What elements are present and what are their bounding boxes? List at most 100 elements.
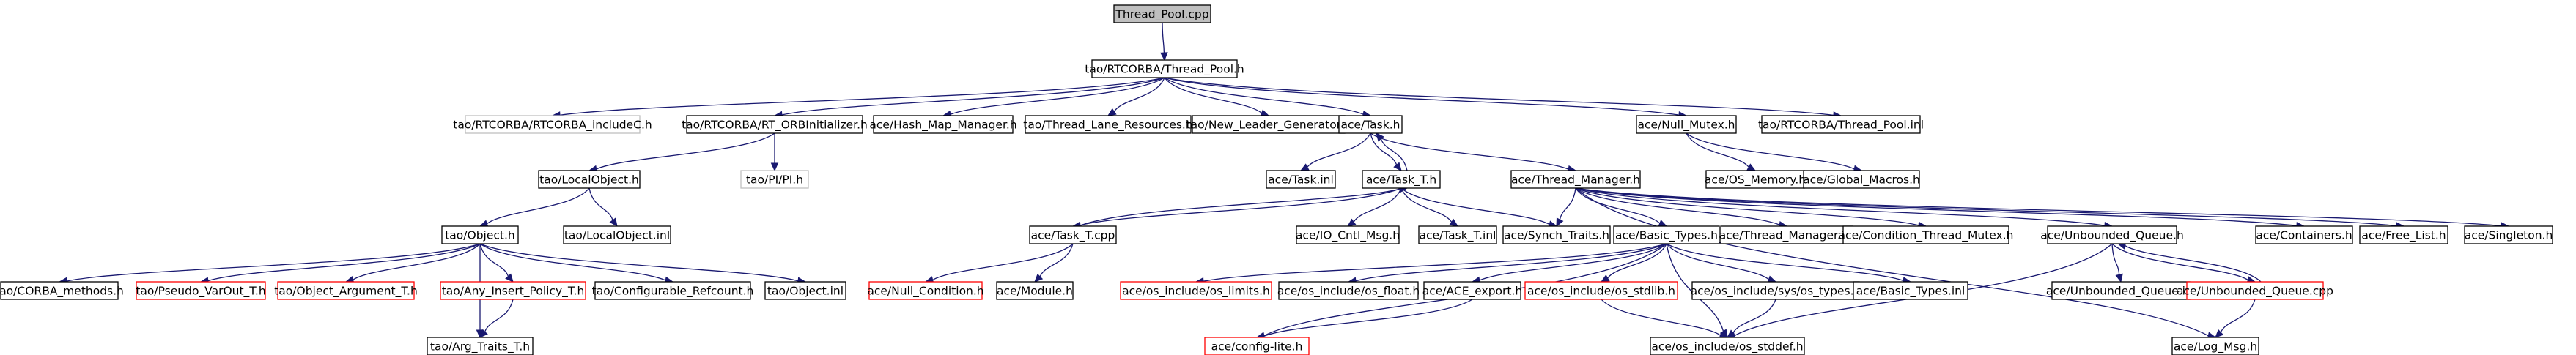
node-basic-types-inl[interactable]: ace/Basic_Types.inl [1853,281,1968,300]
node-config-lite[interactable]: ace/config-lite.h [1204,337,1310,355]
node-box[interactable] [1510,170,1641,189]
node-global-macros[interactable]: ace/Global_Macros.h [1803,170,1920,189]
node-box[interactable] [1691,281,1860,300]
node-os-memory[interactable]: ace/OS_Memory.h [1705,170,1806,189]
node-synch-traits[interactable]: ace/Synch_Traits.h [1502,225,1611,244]
node-box[interactable] [1278,281,1419,300]
node-task-h[interactable]: ace/Task.h [1338,115,1403,134]
node-box[interactable] [1296,225,1400,244]
node-os-stdlib[interactable]: ace/os_include/os_stdlib.h [1524,281,1678,300]
node-box[interactable] [1418,225,1497,244]
node-io-cntl-msg[interactable]: ace/IO_Cntl_Msg.h [1296,225,1400,244]
node-box[interactable] [1650,337,1805,355]
node-box[interactable] [2051,281,2191,300]
node-box[interactable] [686,115,863,134]
node-log-msg[interactable]: ace/Log_Msg.h [2171,337,2259,355]
node-os-types[interactable]: ace/os_include/sys/os_types.h [1691,281,1861,300]
node-box[interactable] [1091,59,1238,78]
node-task-inl[interactable]: ace/Task.inl [1266,170,1336,189]
node-singleton[interactable]: ace/Singleton.h [2464,225,2553,244]
node-box[interactable] [2047,225,2177,244]
node-box[interactable] [1705,170,1805,189]
node-box[interactable] [1029,225,1117,244]
node-local-object-inl[interactable]: tao/LocalObject.inl [563,225,671,244]
node-basic-types-h[interactable]: ace/Basic_Types.h [1613,225,1720,244]
node-module-h[interactable]: ace/Module.h [996,281,1074,300]
node-os-float[interactable]: ace/os_include/os_float.h [1277,281,1420,300]
node-box[interactable] [740,170,809,189]
node-box[interactable] [440,281,586,300]
node-task-t-h[interactable]: ace/Task_T.h [1362,170,1441,189]
node-box[interactable] [1524,281,1678,300]
node-box[interactable] [538,170,641,189]
node-box[interactable] [594,281,751,300]
node-null-condition[interactable]: ace/Null_Condition.h [867,281,984,300]
node-hash-map-manager[interactable]: ace/Hash_Map_Manager.h [869,115,1017,134]
node-box[interactable] [1720,225,1853,244]
node-rtcorba-include-c[interactable]: tao/RTCORBA/RTCORBA_includeC.h [453,115,652,134]
node-thread-lane-resources[interactable]: tao/Thread_Lane_Resources.h [1023,115,1193,134]
node-box[interactable] [2359,225,2448,244]
node-object-argument[interactable]: tao/Object_Argument_T.h [274,281,418,300]
node-rt-orb-initializer[interactable]: tao/RTCORBA/RT_ORBInitializer.h [682,115,868,134]
node-box[interactable] [1204,337,1310,355]
node-box[interactable] [2464,225,2553,244]
node-unbounded-queue-cpp[interactable]: ace/Unbounded_Queue.cpp [2177,281,2333,300]
node-ace-export[interactable]: ace/ACE_export.h [1422,281,1522,300]
node-box[interactable] [277,281,415,300]
node-box[interactable] [136,281,266,300]
node-box[interactable] [1613,225,1720,244]
node-box[interactable] [1120,281,1272,300]
node-box[interactable] [1338,115,1403,134]
node-object-h[interactable]: tao/Object.h [441,225,519,244]
node-box[interactable] [2255,225,2353,244]
node-os-stddef[interactable]: ace/os_include/os_stddef.h [1650,337,1805,355]
node-box[interactable] [441,225,519,244]
node-thread-manager-inl[interactable]: ace/Thread_Manager.inl [1719,225,1855,244]
node-box[interactable] [1113,4,1211,23]
node-box[interactable] [1842,225,2009,244]
node-box[interactable] [1803,170,1920,189]
node-any-insert-policy[interactable]: tao/Any_Insert_Policy_T.h [440,281,586,300]
node-box[interactable] [1502,225,1611,244]
node-box[interactable] [1636,115,1737,134]
node-box[interactable] [2171,337,2259,355]
node-thread-pool-inl[interactable]: tao/RTCORBA/Thread_Pool.inl [1758,115,1924,134]
node-unbounded-queue-inl[interactable]: ace/Unbounded_Queue.inl [2046,281,2196,300]
node-box[interactable] [996,281,1074,300]
node-corba-methods[interactable]: tao/CORBA_methods.h [0,281,124,300]
node-object-inl[interactable]: tao/Object.inl [764,281,846,300]
node-box[interactable] [1362,170,1441,189]
node-free-list[interactable]: ace/Free_List.h [2359,225,2448,244]
node-condition-thread-mutex[interactable]: ace/Condition_Thread_Mutex.h [1839,225,2014,244]
node-box[interactable] [1192,115,1346,134]
node-thread-manager-h[interactable]: ace/Thread_Manager.h [1510,170,1641,189]
node-local-object-h[interactable]: tao/LocalObject.h [538,170,641,189]
node-task-t-inl[interactable]: ace/Task_T.inl [1418,225,1497,244]
node-thread-pool-h[interactable]: tao/RTCORBA/Thread_Pool.h [1085,59,1244,78]
node-configurable-refcount[interactable]: tao/Configurable_Refcount.h [592,281,754,300]
node-thread-pool-cpp[interactable]: Thread_Pool.cpp [1113,4,1211,23]
node-box[interactable] [1423,281,1521,300]
node-box[interactable] [873,115,1014,134]
node-box[interactable] [868,281,983,300]
node-os-limits[interactable]: ace/os_include/os_limits.h [1120,281,1272,300]
node-unbounded-queue-h[interactable]: ace/Unbounded_Queue.h [2040,225,2184,244]
node-box[interactable] [465,115,641,134]
node-null-mutex[interactable]: ace/Null_Mutex.h [1636,115,1737,134]
node-box[interactable] [1761,115,1921,134]
node-box[interactable] [1025,115,1192,134]
node-box[interactable] [0,281,119,300]
node-box[interactable] [1266,170,1336,189]
node-pi-h[interactable]: tao/PI/PI.h [740,170,809,189]
node-box[interactable] [563,225,671,244]
node-arg-traits[interactable]: tao/Arg_Traits_T.h [427,337,534,355]
node-box[interactable] [764,281,846,300]
node-pseudo-varout[interactable]: tao/Pseudo_VarOut_T.h [136,281,266,300]
node-task-t-cpp[interactable]: ace/Task_T.cpp [1029,225,1117,244]
node-containers[interactable]: ace/Containers.h [2255,225,2353,244]
node-box[interactable] [2186,281,2324,300]
node-box[interactable] [427,337,534,355]
node-box[interactable] [1853,281,1968,300]
node-new-leader-generator[interactable]: tao/New_Leader_Generator.h [1186,115,1351,134]
